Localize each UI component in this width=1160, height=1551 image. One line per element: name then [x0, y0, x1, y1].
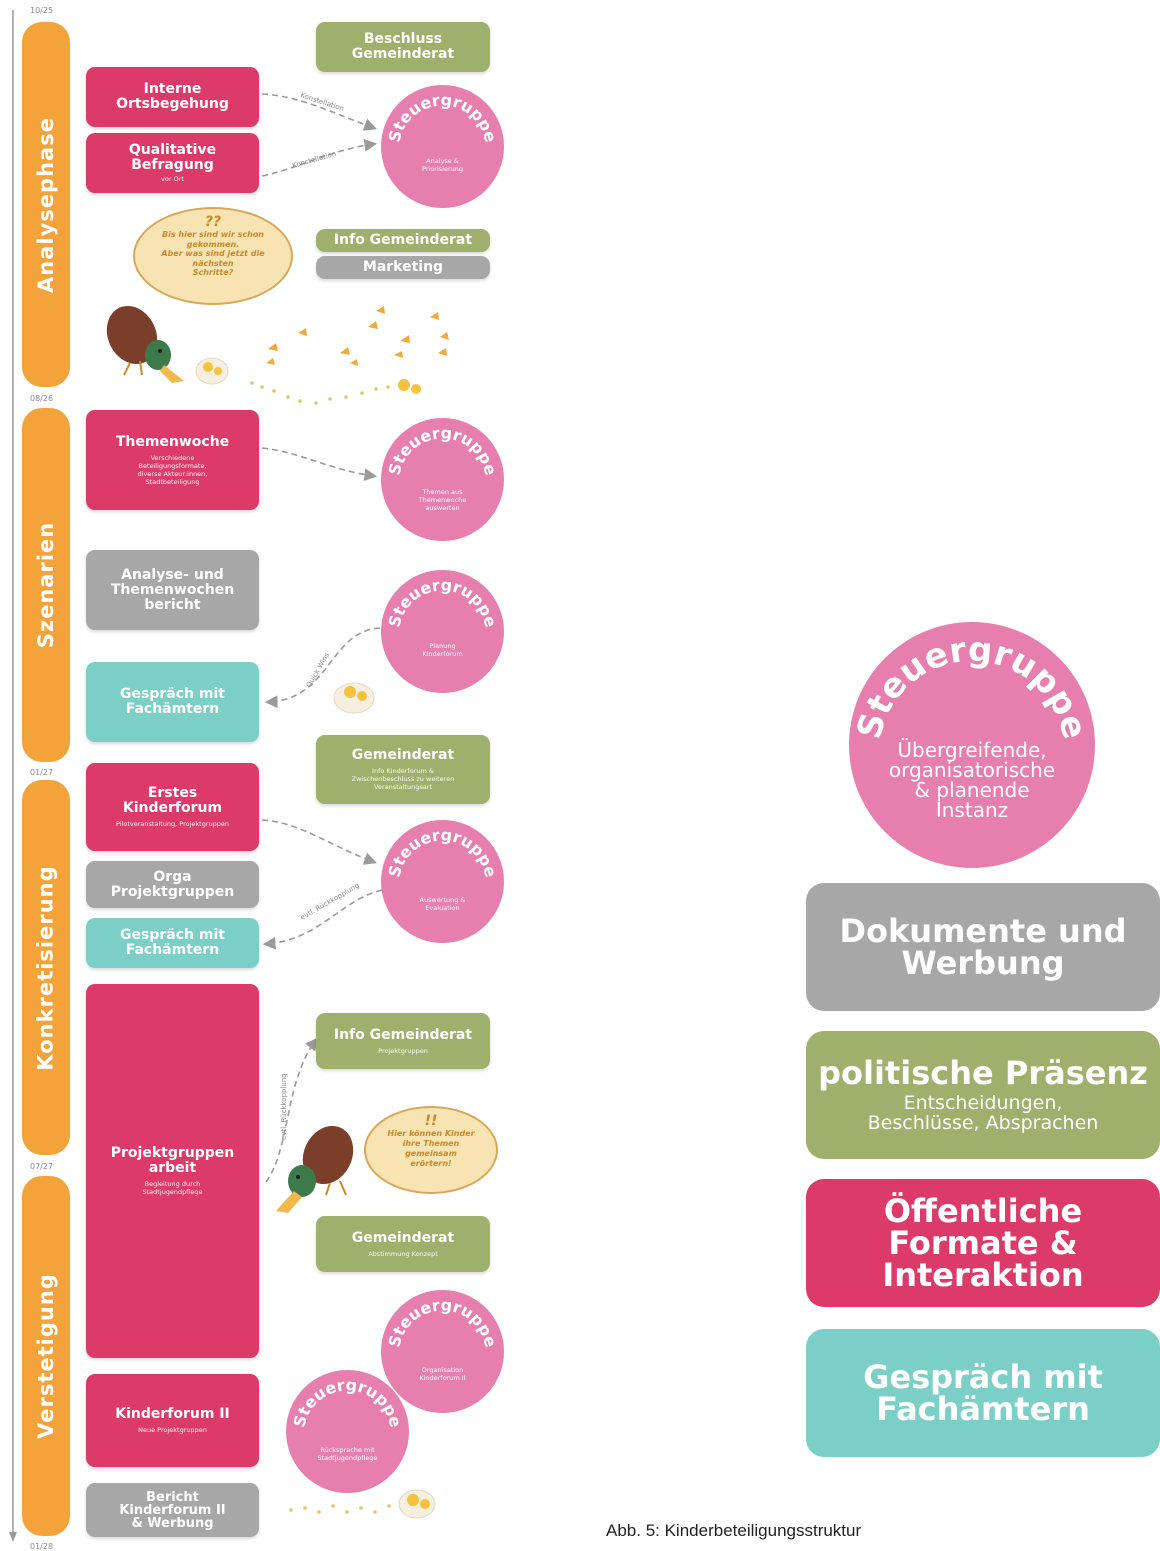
- arrow-label: evtl. Rückkopplung: [299, 881, 361, 921]
- duck-illustration: [276, 1125, 354, 1213]
- box-orga-projektgruppen: Orga Projektgruppen: [86, 861, 259, 908]
- footprints-illustration: [289, 1489, 436, 1519]
- legend-gespraech-fachaemtern: Gespräch mit Fachämtern: [806, 1329, 1160, 1457]
- arrow-projekt-infogr: [265, 1037, 318, 1183]
- box-themenwoche: Themenwoche Verschiedene Beteiligungsfor…: [86, 410, 259, 510]
- box-gespraech-fachaemtern: Gespräch mit Fachämtern: [86, 662, 259, 742]
- arrow-label: Quick Wins: [305, 651, 332, 689]
- phase-analysephase: Analysephase: [22, 22, 70, 387]
- box-bericht-kinderforum-ii: Bericht Kinderforum II & Werbung: [86, 1483, 259, 1537]
- box-info-gemeinderat: Info Gemeinderat: [316, 229, 490, 252]
- legend-steuergruppe-circle: Steuergruppe Übergreifende, organisatori…: [849, 622, 1095, 868]
- svg-text:Steuergruppe: Steuergruppe: [385, 825, 501, 879]
- svg-text:Steuergruppe: Steuergruppe: [385, 90, 501, 144]
- date-label: 01/28: [30, 1542, 54, 1551]
- legend-politische-praesenz: politische Präsenz Entscheidungen, Besch…: [806, 1031, 1160, 1159]
- connector-arrows: Konstellation Konstellation Quick Wins e…: [261, 91, 383, 1183]
- svg-text:Steuergruppe: Steuergruppe: [385, 423, 501, 477]
- speech-bubble: !! Hier können Kinder ihre Themen gemein…: [364, 1106, 498, 1194]
- box-projektgruppenarbeit: Projektgruppen arbeit Begleitung durch S…: [86, 984, 259, 1358]
- arrow-steuergruppe-gespraech2: [262, 889, 383, 950]
- box-info-gemeinderat: Info Gemeinderat Projektgruppen: [316, 1013, 490, 1069]
- arrow-erstes-steuergruppe: [261, 819, 378, 865]
- phase-verstetigung: Verstetigung: [22, 1176, 70, 1536]
- date-label: 01/27: [30, 768, 54, 777]
- date-label: 08/26: [30, 394, 54, 403]
- box-gemeinderat: Gemeinderat Info Kinderforum & Zwischenb…: [316, 735, 490, 804]
- box-analyse-themenwochenbericht: Analyse- und Themenwochen bericht: [86, 550, 259, 630]
- svg-text:Steuergruppe: Steuergruppe: [385, 1295, 501, 1349]
- timeline-axis: [9, 10, 17, 1542]
- svg-text:Steuergruppe: Steuergruppe: [385, 575, 501, 629]
- box-qualitative-befragung: Qualitative Befragung vor Ort: [86, 133, 259, 193]
- box-kinderforum-ii: Kinderforum II Neue Projektgruppen: [86, 1374, 259, 1467]
- legend-dokumente-werbung: Dokumente und Werbung: [806, 883, 1160, 1011]
- ducklings-illustration: [195, 306, 449, 405]
- arrow-qualitative-steuergruppe: [261, 138, 378, 177]
- phase-szenarien: Szenarien: [22, 408, 70, 762]
- box-erstes-kinderforum: Erstes Kinderforum Pilotveranstaltung, P…: [86, 763, 259, 851]
- box-interne-ortsbegehung: Interne Ortsbegehung: [86, 67, 259, 127]
- legend-oeffentliche-formate: Öffentliche Formate & Interaktion: [806, 1179, 1160, 1307]
- steuergruppe-circle: Steuergruppe Auswertung & Evaluation: [381, 820, 504, 943]
- arrow-themenwoche-steuergruppe: [261, 447, 378, 482]
- figure-caption: Abb. 5: Kinderbeteiligungsstruktur: [606, 1521, 862, 1540]
- steuergruppe-circle: Steuergruppe Planung Kinderforum: [381, 570, 504, 693]
- arrow-steuergruppe-gespraech: [264, 627, 381, 709]
- arrow-label: Konstellation: [291, 150, 337, 170]
- svg-text:Steuergruppe: Steuergruppe: [849, 629, 1094, 743]
- arrow-label: evtl. Rückkopplung: [280, 1073, 288, 1140]
- phase-konkretisierung: Konkretisierung: [22, 780, 70, 1155]
- arrow-interne-steuergruppe: [261, 93, 378, 131]
- steuergruppe-circle: Steuergruppe Rücksprache mit Stadtjugend…: [286, 1370, 409, 1493]
- egg-duckling-illustration: [333, 682, 375, 714]
- steuergruppe-circle: Steuergruppe Themen aus Themenwoche ausw…: [381, 418, 504, 541]
- box-marketing: Marketing: [316, 256, 490, 279]
- steuergruppe-circle: Steuergruppe Organisation Kinderforum II: [381, 1290, 504, 1413]
- steuergruppe-circle: Steuergruppe Analyse & Priorisierung: [381, 85, 504, 208]
- box-beschluss-gemeinderat: Beschluss Gemeinderat: [316, 22, 490, 72]
- svg-text:Steuergruppe: Steuergruppe: [290, 1375, 406, 1429]
- date-label: 07/27: [30, 1162, 54, 1171]
- date-label: 10/25: [30, 6, 54, 15]
- box-gespraech-fachaemtern: Gespräch mit Fachämtern: [86, 918, 259, 968]
- speech-bubble: ?? Bis hier sind wir schon gekommen. Abe…: [133, 207, 293, 305]
- duck-illustration: [106, 305, 184, 383]
- box-gemeinderat: Gemeinderat Abstimmung Konzept: [316, 1216, 490, 1272]
